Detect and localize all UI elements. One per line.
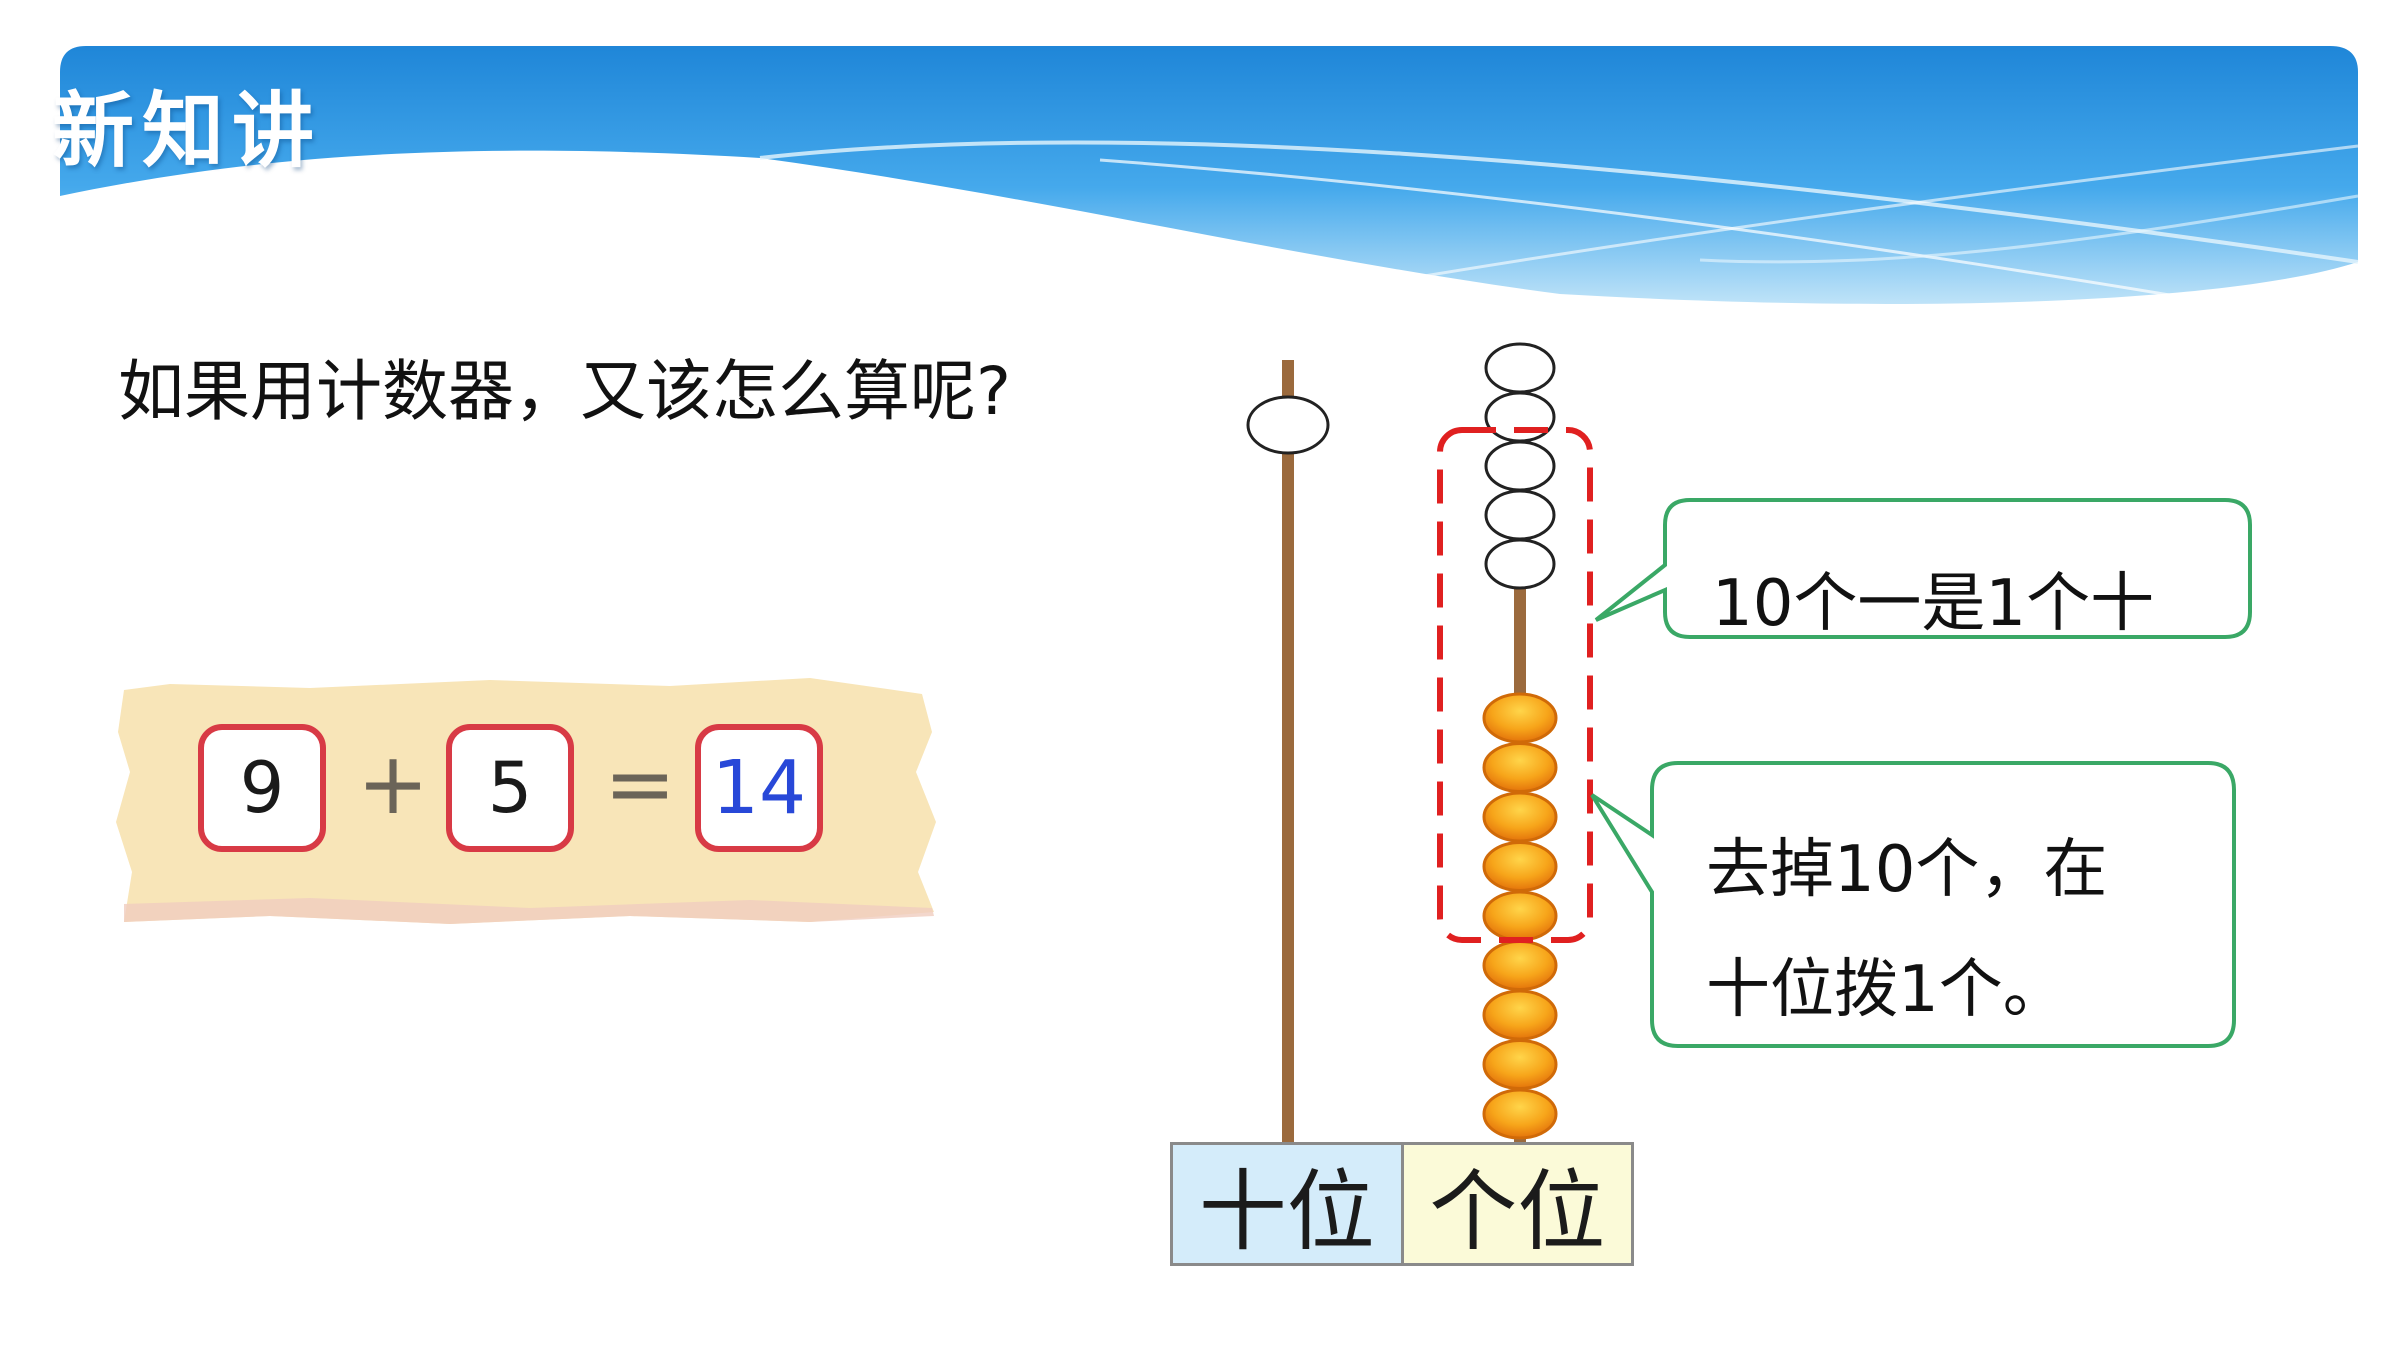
ones-beads bbox=[1482, 342, 1558, 1140]
regroup-highlight bbox=[1437, 427, 1593, 943]
callout-top-text: 10个一是1个十 bbox=[1712, 567, 2155, 641]
equation-strip: 9 + 5 = 14 bbox=[110, 672, 940, 942]
ones-orange-bead bbox=[1482, 989, 1558, 1041]
plus-sign: + bbox=[356, 734, 430, 834]
callouts: 10个一是1个十 去掉10个，在 十位拨1个。 bbox=[1580, 480, 2260, 1080]
place-value-labels: 十位 个位 bbox=[1170, 1142, 1634, 1266]
operand1-box: 9 bbox=[198, 724, 326, 852]
header-banner bbox=[60, 46, 2359, 304]
tens-place-label: 十位 bbox=[1173, 1145, 1404, 1263]
ones-white-bead bbox=[1484, 391, 1556, 443]
abacus bbox=[1246, 342, 1593, 1175]
callout-bottom-bubble bbox=[1590, 761, 2236, 1048]
equals-sign: = bbox=[603, 734, 677, 834]
callout-bottom-line1: 去掉10个，在 bbox=[1706, 833, 2108, 907]
tens-rod bbox=[1282, 360, 1294, 1175]
ones-orange-bead bbox=[1482, 791, 1558, 843]
question-text: 如果用计数器，又该怎么算呢? bbox=[118, 353, 1012, 430]
ones-white-bead bbox=[1484, 538, 1556, 590]
ones-orange-bead bbox=[1482, 692, 1558, 744]
ones-orange-bead bbox=[1482, 1088, 1558, 1140]
callout-top-bubble bbox=[1594, 498, 2252, 639]
ones-orange-bead bbox=[1482, 841, 1558, 892]
ones-orange-bead bbox=[1482, 890, 1558, 942]
ones-place-label: 个位 bbox=[1403, 1145, 1631, 1263]
result-box: 14 bbox=[695, 724, 823, 852]
banner-title: 新知讲 bbox=[52, 83, 323, 179]
operand2-box: 5 bbox=[446, 724, 574, 852]
ones-white-bead bbox=[1484, 440, 1556, 492]
ones-orange-bead bbox=[1482, 1039, 1558, 1090]
ones-white-bead bbox=[1484, 342, 1556, 394]
ones-white-bead bbox=[1484, 489, 1556, 541]
tens-bead bbox=[1246, 395, 1330, 455]
tens-beads bbox=[1246, 395, 1330, 455]
ones-orange-bead bbox=[1482, 940, 1558, 991]
ones-orange-bead bbox=[1482, 742, 1558, 793]
callout-bottom-line2: 十位拨1个。 bbox=[1706, 953, 2067, 1027]
